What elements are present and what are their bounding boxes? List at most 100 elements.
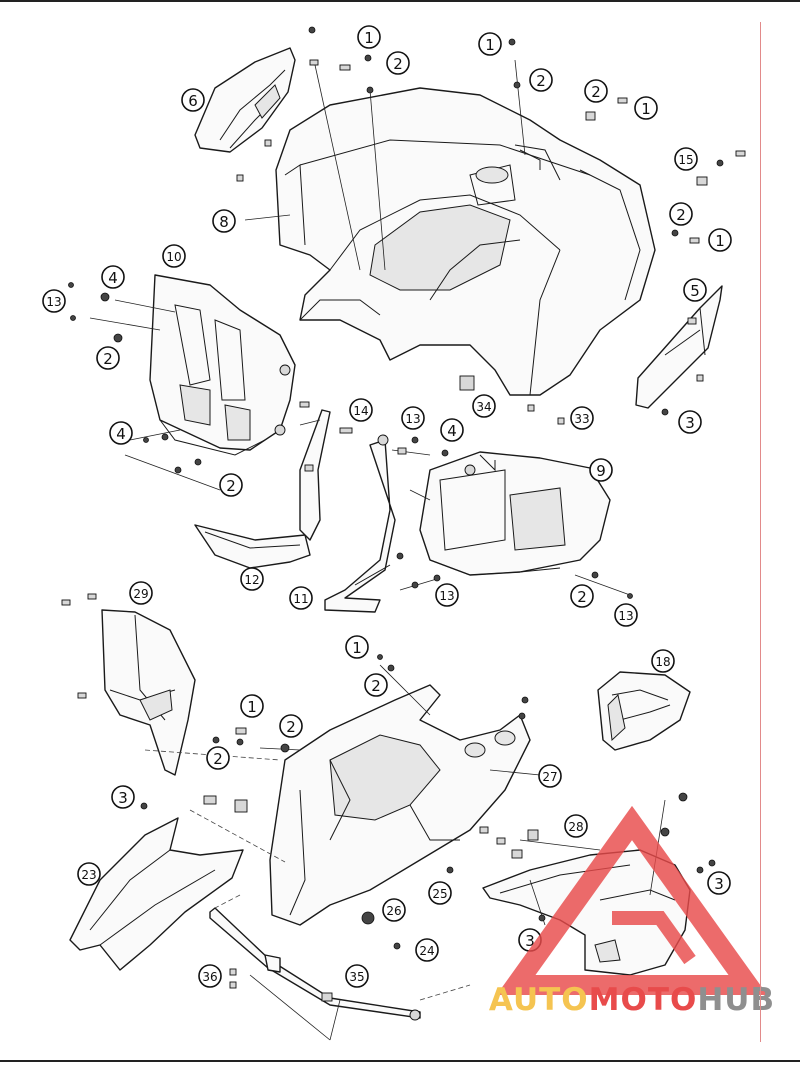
callout-5: 5 [683,278,707,302]
svg-text:2: 2 [536,72,546,90]
svg-text:15: 15 [678,153,693,167]
part-9-right-storage-box [419,451,611,576]
callout-13-a: 13 [42,289,66,313]
callout-2-i: 2 [279,714,303,738]
svg-text:2: 2 [371,677,381,695]
part-12-lower-bracket [194,409,331,569]
fasteners [61,26,746,1002]
svg-text:1: 1 [364,29,374,47]
svg-text:4: 4 [108,269,118,287]
part-35-support-rod [209,907,421,1021]
callout-2-f: 2 [219,473,243,497]
svg-text:4: 4 [447,422,457,440]
svg-text:3: 3 [714,875,724,893]
svg-text:33: 33 [574,412,589,426]
callout-1-c: 1 [634,96,658,120]
top-border [0,0,800,2]
part-5-side-panel [635,285,723,409]
part-6-side-trim [194,47,296,153]
part-28-rear-fender [482,849,691,976]
svg-text:2: 2 [676,206,686,224]
svg-text:34: 34 [476,400,491,414]
part-29-front-cowl [101,609,196,776]
svg-text:13: 13 [439,589,454,603]
callout-26: 26 [382,898,406,922]
callout-11: 11 [289,586,313,610]
part-8-rear-body-cover [275,87,656,396]
svg-text:1: 1 [485,36,495,54]
svg-text:2: 2 [213,750,223,768]
callout-29: 29 [129,581,153,605]
callout-15: 15 [674,147,698,171]
callout-10: 10 [162,244,186,268]
callout-2-e: 2 [96,346,120,370]
svg-text:2: 2 [591,83,601,101]
callout-1-f: 1 [240,694,264,718]
callout-2-d: 2 [669,202,693,226]
callout-36: 36 [198,964,222,988]
callout-3-c: 3 [707,871,731,895]
svg-text:25: 25 [432,887,447,901]
svg-text:3: 3 [525,932,535,950]
svg-text:2: 2 [103,350,113,368]
callout-28: 28 [564,814,588,838]
callout-2-b: 2 [529,68,553,92]
callout-2-c: 2 [584,79,608,103]
part-10-left-storage-box [149,274,296,456]
svg-text:5: 5 [690,282,700,300]
svg-text:35: 35 [349,970,364,984]
svg-text:1: 1 [715,232,725,250]
svg-text:13: 13 [618,609,633,623]
callout-2-h: 2 [364,673,388,697]
part-27-tail-cowl [269,684,531,926]
callout-3-a: 3 [678,410,702,434]
callout-13-d: 13 [614,603,638,627]
callout-12: 12 [240,567,264,591]
svg-text:29: 29 [133,587,148,601]
part-23-front-panel [69,817,244,971]
callout-4-b: 4 [109,421,133,445]
callout-9: 9 [589,458,613,482]
svg-text:1: 1 [352,639,362,657]
callout-27: 27 [538,764,562,788]
svg-text:2: 2 [226,477,236,495]
svg-text:14: 14 [353,404,368,418]
svg-text:27: 27 [542,770,557,784]
callout-13-b: 13 [401,406,425,430]
svg-text:4: 4 [116,425,126,443]
svg-text:2: 2 [286,718,296,736]
callout-35: 35 [345,964,369,988]
svg-text:13: 13 [46,295,61,309]
svg-text:9: 9 [596,462,606,480]
svg-text:6: 6 [188,92,198,110]
callout-34: 34 [472,394,496,418]
watermark-logo: AUTOMOTOHUB [489,805,774,1018]
callout-2-a: 2 [386,51,410,75]
svg-text:1: 1 [641,100,651,118]
callout-2-j: 2 [206,746,230,770]
svg-text:2: 2 [393,55,403,73]
svg-text:26: 26 [386,904,401,918]
svg-text:12: 12 [244,573,259,587]
callout-25: 25 [428,881,452,905]
svg-text:2: 2 [577,588,587,606]
callout-13-c: 13 [435,583,459,607]
svg-text:3: 3 [118,789,128,807]
svg-text:23: 23 [81,868,96,882]
callout-1-e: 1 [345,635,369,659]
callout-8: 8 [212,209,236,233]
callout-4-c: 4 [440,418,464,442]
callout-2-g: 2 [570,584,594,608]
callout-1-b: 1 [478,32,502,56]
callout-18: 18 [651,649,675,673]
svg-text:1: 1 [247,698,257,716]
part-18-small-cover [597,671,691,751]
callout-3-b: 3 [111,785,135,809]
callout-1-a: 1 [357,25,381,49]
svg-text:8: 8 [219,213,229,231]
svg-text:28: 28 [568,820,583,834]
callout-23: 23 [77,862,101,886]
callout-24: 24 [415,938,439,962]
svg-text:36: 36 [202,970,217,984]
